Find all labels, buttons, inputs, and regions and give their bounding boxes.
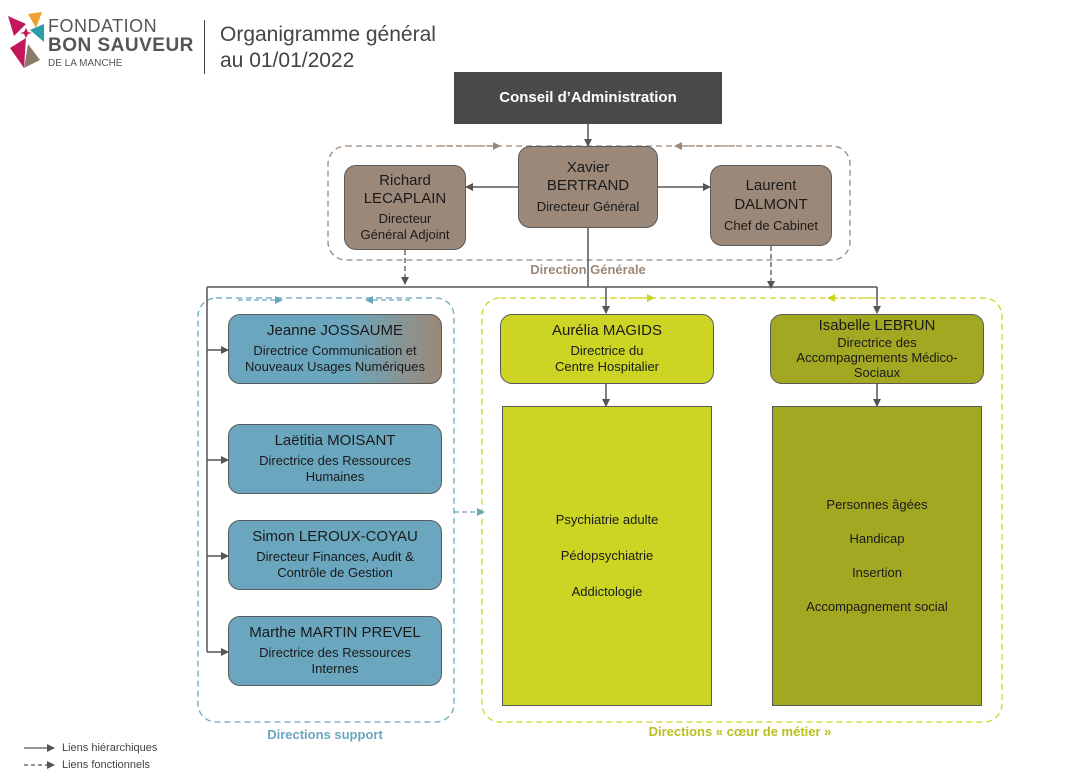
hospital-service-item: Psychiatrie adulte (555, 511, 659, 527)
dg-first-name: Xavier (566, 158, 610, 176)
support-box-communication: Jeanne JOSSAUME Directrice Communication… (228, 314, 442, 384)
support-title-line2: Contrôle de Gestion (277, 565, 393, 581)
cabinet-title: Chef de Cabinet (724, 217, 818, 233)
hospital-head-title-line2: Centre Hospitalier (554, 359, 660, 375)
adjoint-title-line1: Directeur (378, 211, 432, 226)
logo-mark-icon (8, 12, 44, 68)
legend-hierarchical: Liens hiérarchiques (62, 742, 158, 754)
medico-service-item: Accompagnement social (806, 599, 948, 615)
header-divider (204, 20, 205, 74)
support-name: Jeanne JOSSAUME (267, 322, 403, 340)
medico-head-name: Isabelle LEBRUN (818, 317, 936, 335)
support-title-line2: Nouveaux Usages Numériques (245, 359, 425, 375)
support-box-rh: Laëtitia MOISANT Directrice des Ressourc… (228, 424, 442, 494)
medico-services-box: Personnes âgées Handicap Insertion Accom… (772, 406, 982, 706)
logo: FONDATION BON SAUVEUR DE LA MANCHE (6, 10, 196, 74)
medico-service-item: Handicap (849, 530, 905, 546)
page-title-line2: au 01/01/2022 (220, 49, 355, 73)
support-title-line1: Directrice des Ressources (259, 645, 411, 661)
adjoint-first-name: Richard (379, 171, 431, 189)
adjoint-title-line2: Général Adjoint (360, 227, 450, 243)
support-title-line1: Directrice Communication et (253, 343, 417, 359)
board-label: Conseil d’Administration (499, 88, 677, 106)
support-title-line1: Directrice des Ressources (259, 453, 411, 469)
support-box-ressources-internes: Marthe MARTIN PREVEL Directrice des Ress… (228, 616, 442, 686)
medico-head-title-line3: Sociaux (853, 364, 901, 380)
hospital-head-title-line1: Directrice du (570, 343, 644, 359)
hospital-head-box: Aurélia MAGIDS Directrice du Centre Hosp… (500, 314, 714, 384)
dg-box: Xavier BERTRAND Directeur Général (518, 146, 658, 228)
medico-service-item: Personnes âgées (826, 496, 928, 512)
medico-head-title-line2: Accompagnements Médico- (796, 349, 958, 365)
support-name: Laëtitia MOISANT (274, 432, 396, 450)
hospital-services-box: Psychiatrie adulte Pédopsychiatrie Addic… (502, 406, 712, 706)
direction-generale-label: Direction Générale (530, 262, 646, 277)
adjoint-last-name: LECAPLAIN (363, 190, 447, 208)
cabinet-first-name: Laurent (745, 177, 797, 195)
support-box-finances: Simon LEROUX-COYAU Directeur Finances, A… (228, 520, 442, 590)
dg-title: Directeur Général (536, 199, 640, 215)
logo-line2: BON SAUVEUR (48, 35, 194, 56)
support-name: Marthe MARTIN PREVEL (249, 624, 421, 642)
board-box: Conseil d’Administration (454, 72, 722, 124)
dg-last-name: BERTRAND (546, 177, 630, 195)
support-name: Simon LEROUX-COYAU (252, 528, 418, 546)
hospital-head-name: Aurélia MAGIDS (551, 322, 663, 340)
support-title-line1: Directeur Finances, Audit & (256, 549, 414, 565)
hospital-service-item: Addictologie (571, 584, 643, 600)
medico-head-title-line1: Directrice des (837, 334, 917, 350)
support-frame (197, 297, 455, 723)
page-title: Organigramme général au 01/01/2022 (220, 22, 436, 75)
hospital-service-item: Pédopsychiatrie (560, 547, 654, 563)
support-title-line2: Humaines (305, 469, 365, 485)
medico-head-box: Isabelle LEBRUN Directrice des Accompagn… (770, 314, 984, 384)
support-group-label: Directions support (267, 727, 383, 742)
logo-line3: DE LA MANCHE (48, 58, 123, 69)
page-title-line1: Organigramme général (220, 23, 436, 46)
cabinet-last-name: DALMONT (734, 195, 808, 213)
medico-service-item: Insertion (852, 565, 902, 580)
adjoint-box: Richard LECAPLAIN Directeur Général Adjo… (344, 165, 466, 250)
cabinet-box: Laurent DALMONT Chef de Cabinet (710, 165, 832, 246)
logo-line1: FONDATION (48, 16, 158, 36)
support-title-line2: Internes (311, 661, 359, 677)
metier-group-label: Directions « cœur de métier » (648, 724, 832, 739)
legend-functional: Liens fonctionnels (62, 759, 151, 771)
